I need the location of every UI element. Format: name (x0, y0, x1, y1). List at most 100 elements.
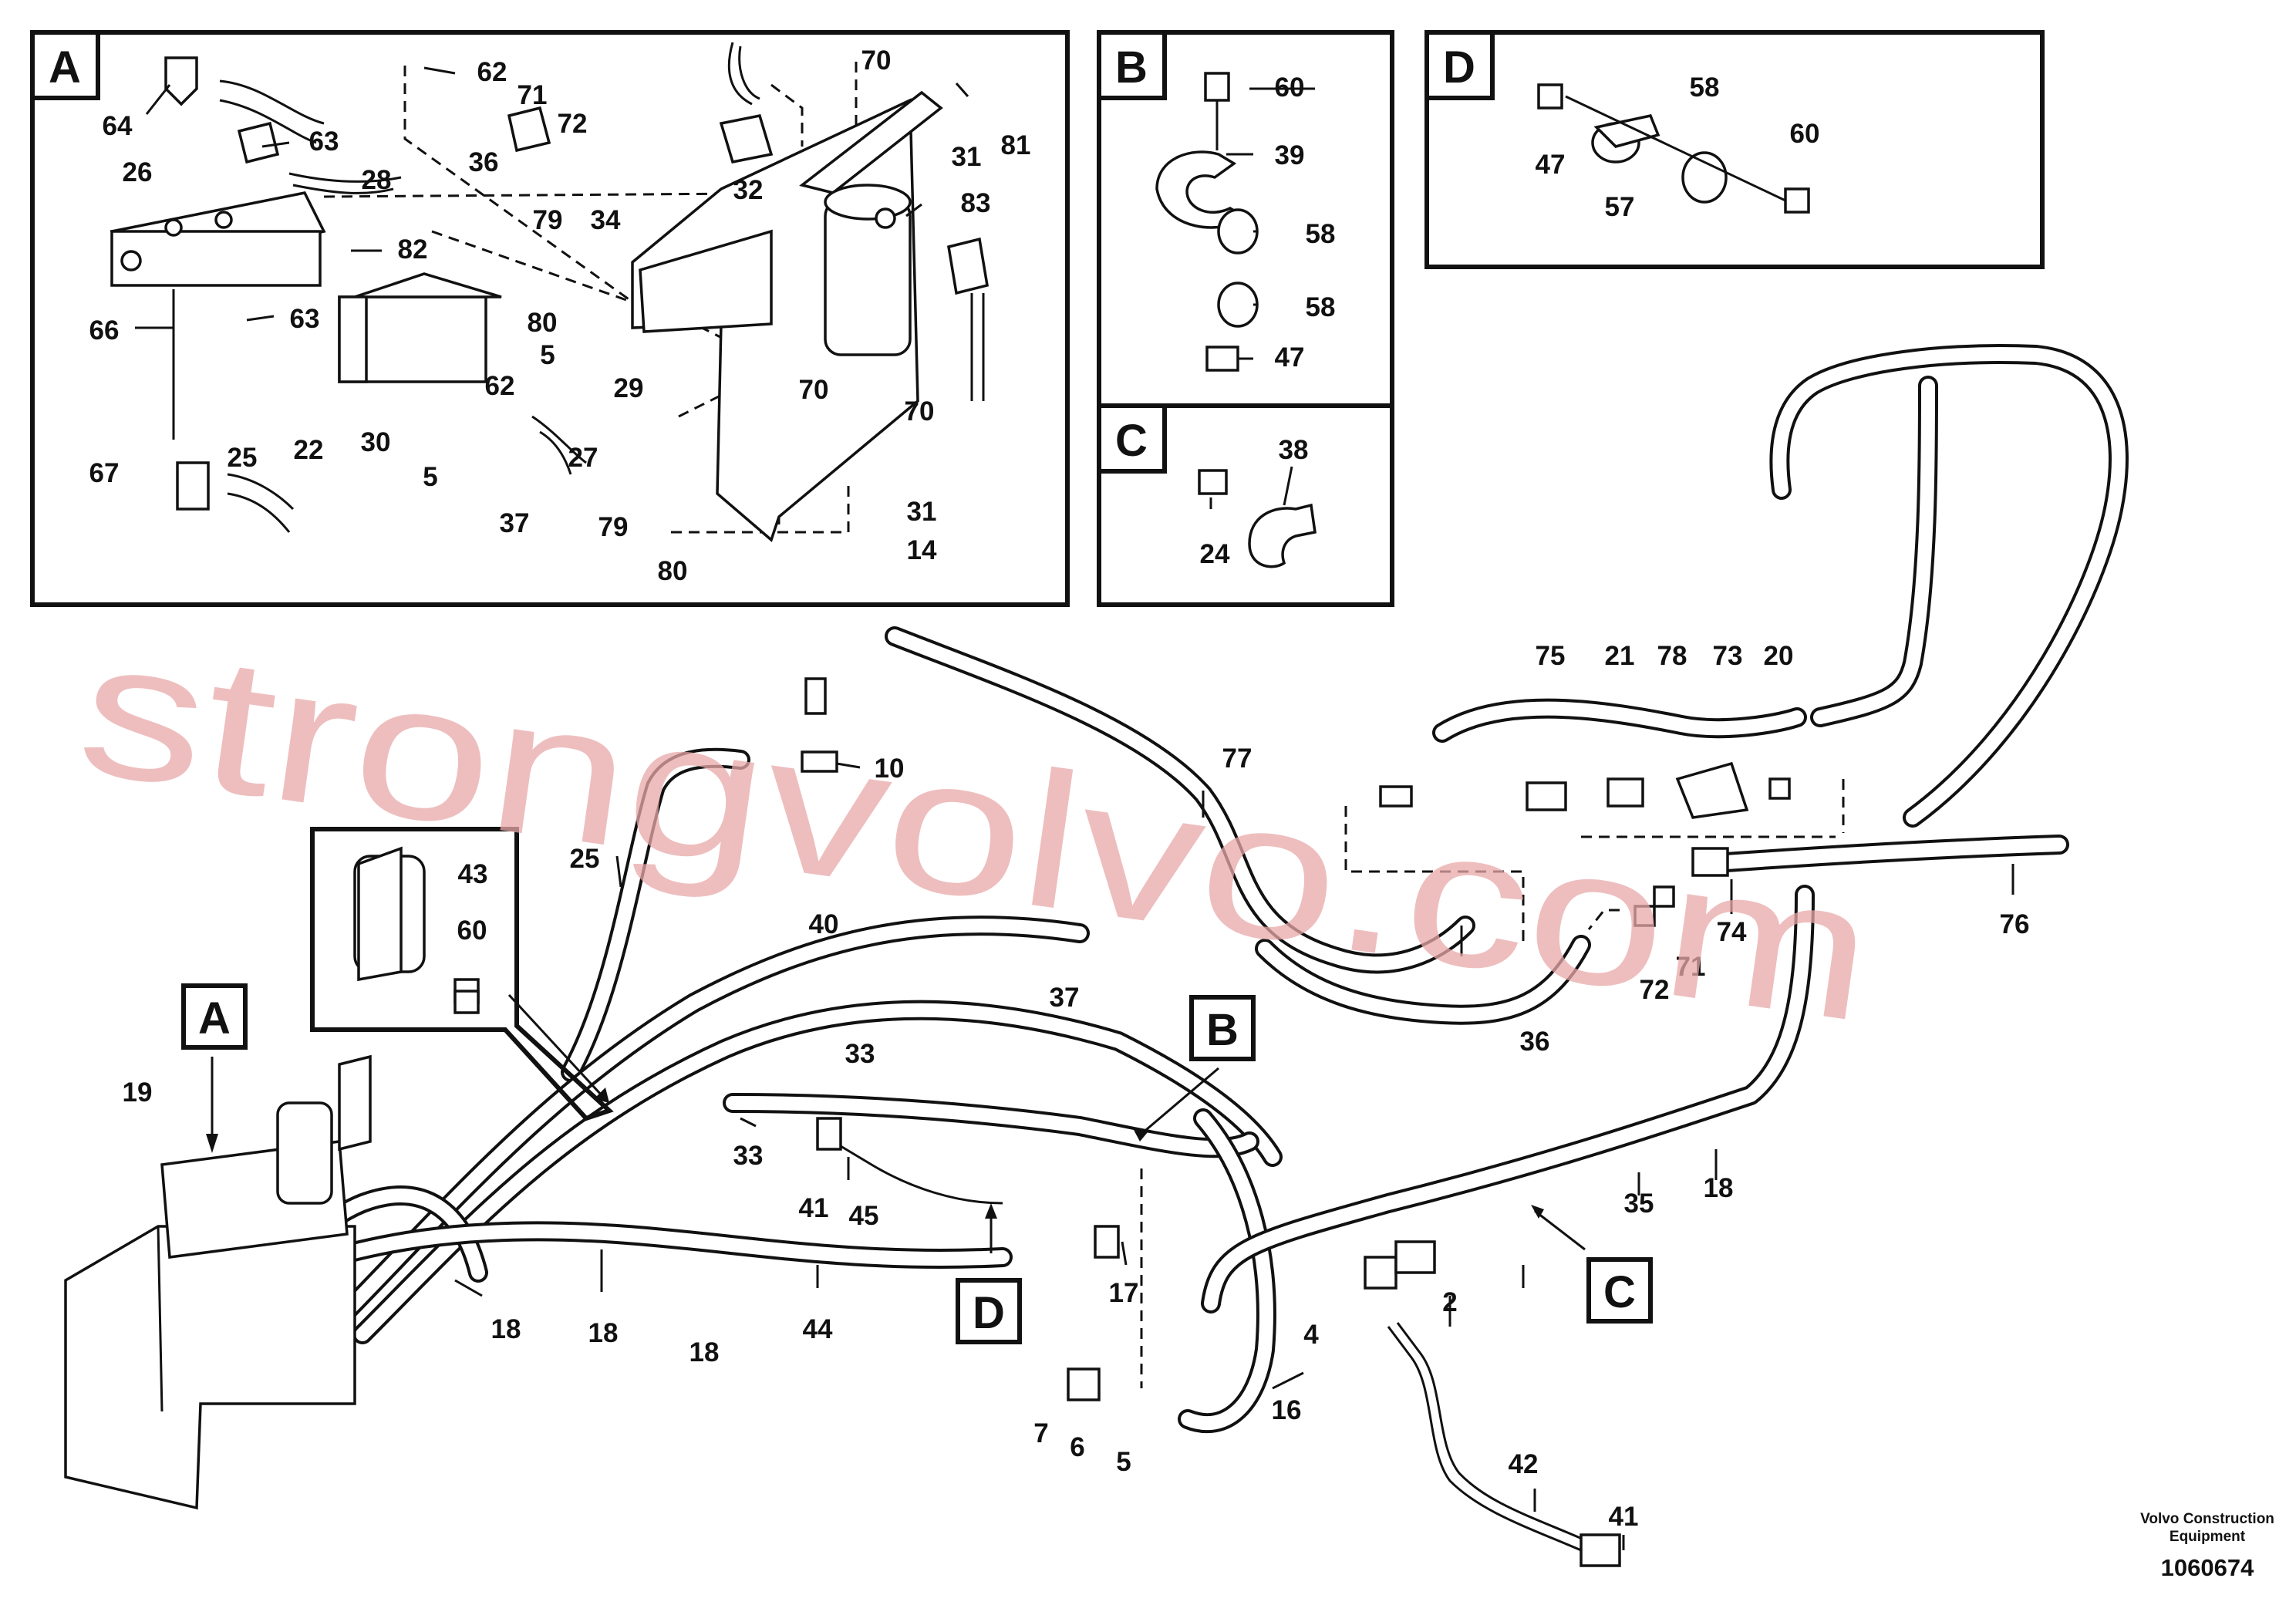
part-label: 33 (845, 1039, 875, 1069)
detail-c-labels: 38 24 (1200, 435, 1309, 569)
part-label: 5 (1116, 1447, 1131, 1477)
part-label: 62 (477, 57, 507, 87)
detail-tab-b: B (1097, 30, 1167, 100)
part-label: 37 (500, 508, 530, 538)
detail-box-d-frame (1424, 30, 2045, 269)
part-label: 42 (1509, 1449, 1539, 1479)
part-label: 58 (1306, 292, 1336, 322)
part-label: 70 (905, 396, 935, 427)
part-label: 24 (1200, 539, 1230, 569)
part-label: 45 (849, 1201, 879, 1231)
part-label: 82 (398, 234, 428, 265)
part-label: 2 (1442, 1287, 1457, 1317)
part-label: 67 (89, 458, 120, 488)
detail-b-labels: 60 39 58 58 47 (1275, 73, 1336, 373)
detail-tab-c-letter: C (1115, 416, 1148, 466)
part-label: 58 (1690, 73, 1720, 103)
main-hose-routing (221, 344, 2129, 1552)
part-label: 79 (598, 512, 629, 542)
inset-frame (310, 827, 614, 1121)
part-label: 63 (309, 126, 339, 157)
detail-tab-b-letter: B (1115, 42, 1148, 93)
part-label: 25 (570, 844, 600, 874)
detail-box-c-frame (1097, 403, 1394, 607)
part-label: 60 (1275, 73, 1305, 103)
main-callout-box-c: C (1586, 1257, 1653, 1324)
part-label: 80 (528, 308, 558, 338)
part-label: 74 (1717, 917, 1747, 947)
part-label: 37 (1050, 983, 1080, 1013)
part-label: 76 (2000, 909, 2030, 939)
part-label: 5 (423, 462, 437, 492)
detail-d-drawing (1537, 83, 1810, 214)
part-label: 18 (588, 1318, 619, 1348)
part-label: 41 (799, 1193, 829, 1223)
part-label: 75 (1536, 641, 1566, 671)
footer: Volvo Construction Equipment 1060674 (2140, 1511, 2274, 1581)
part-label: 47 (1275, 342, 1305, 373)
part-label: 79 (533, 205, 563, 235)
part-label: 19 (123, 1077, 153, 1108)
part-label: 4 (1303, 1320, 1319, 1350)
part-label: 57 (1605, 192, 1635, 222)
part-label: 17 (1109, 1278, 1139, 1308)
part-label: 18 (1704, 1173, 1734, 1203)
detail-c-drawing (1198, 469, 1317, 568)
footer-doc-number: 1060674 (2161, 1554, 2254, 1581)
part-label: 16 (1272, 1395, 1302, 1425)
main-callout-box-b: B (1189, 995, 1256, 1061)
part-label: 10 (875, 754, 905, 784)
part-label: 80 (658, 556, 688, 586)
part-label: 26 (123, 157, 153, 187)
part-label: 6 (1070, 1432, 1084, 1462)
part-label: 33 (733, 1141, 764, 1171)
part-label: 60 (457, 916, 487, 946)
detail-tab-a-letter: A (49, 42, 81, 93)
main-callout-c-letter: C (1603, 1267, 1636, 1317)
part-label: 47 (1536, 150, 1566, 180)
part-label: 18 (491, 1314, 521, 1344)
detail-b-drawing (1155, 72, 1259, 372)
part-label: 77 (1222, 744, 1253, 774)
part-label: 34 (591, 205, 621, 235)
part-label: 73 (1713, 641, 1743, 671)
main-callout-box-a: A (181, 983, 248, 1050)
part-label: 28 (362, 165, 392, 195)
part-label: 83 (961, 188, 991, 218)
part-label: 41 (1609, 1502, 1639, 1532)
part-label: 21 (1605, 641, 1635, 671)
part-label: 29 (614, 373, 644, 403)
part-label: 78 (1657, 641, 1687, 671)
footer-company-line2: Equipment (2170, 1529, 2246, 1545)
detail-a-labels: 64 63 28 26 62 71 72 36 70 31 81 83 32 8… (89, 46, 1031, 586)
main-callout-b-letter: B (1206, 1005, 1239, 1055)
part-label: 72 (558, 109, 588, 139)
part-label: 25 (228, 443, 258, 473)
part-label: 22 (294, 435, 324, 465)
detail-tab-c: C (1097, 403, 1167, 474)
part-label: 60 (1790, 119, 1820, 149)
detail-tab-d-letter: D (1443, 42, 1475, 93)
part-label: 58 (1306, 219, 1336, 249)
part-label: 66 (89, 315, 120, 346)
main-callout-d-letter: D (973, 1288, 1005, 1338)
part-label: 27 (568, 443, 598, 473)
main-callout-a-letter: A (198, 993, 231, 1044)
detail-a-drawing (110, 42, 989, 543)
hydraulic-tank-unit (64, 1054, 372, 1510)
part-label: 32 (733, 175, 764, 205)
part-label: 43 (458, 859, 488, 889)
part-label: 62 (485, 371, 515, 401)
part-label: 36 (469, 147, 499, 177)
part-label: 38 (1279, 435, 1309, 465)
callout-pointers (206, 993, 1586, 1253)
detail-tab-d: D (1424, 30, 1495, 100)
part-label: 31 (952, 142, 982, 172)
part-label: 7 (1033, 1418, 1048, 1448)
part-label: 20 (1764, 641, 1794, 671)
part-label: 71 (1676, 952, 1706, 982)
main-labels: 10 77 75 21 78 73 20 25 43 60 40 37 33 3… (123, 641, 2030, 1532)
part-label: 70 (799, 375, 829, 405)
footer-company: Volvo Construction (2140, 1511, 2274, 1527)
